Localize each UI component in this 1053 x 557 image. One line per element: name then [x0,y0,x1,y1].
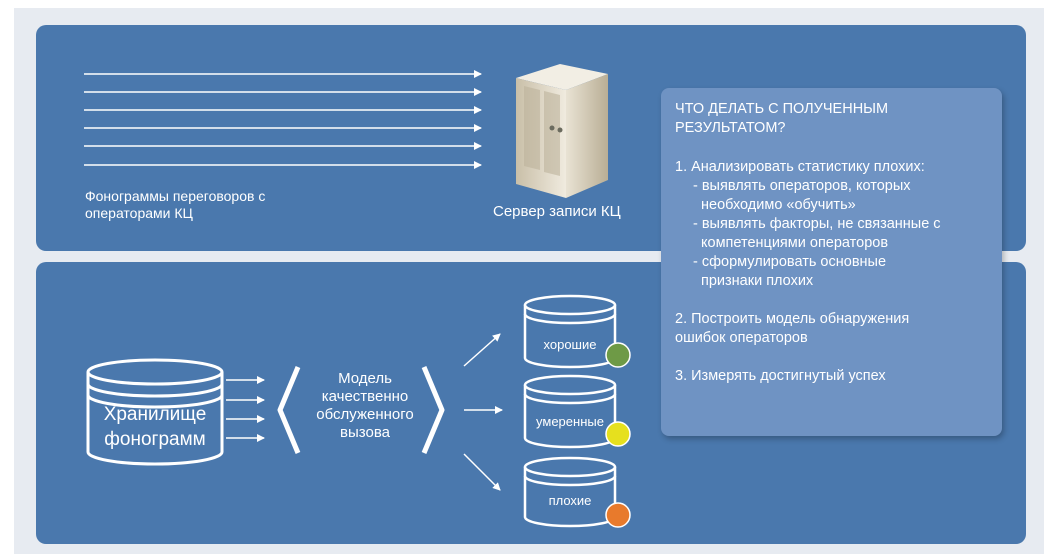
cylinder-bad-icon [523,456,617,528]
info-title: ЧТО ДЕЛАТЬ С ПОЛУЧЕННЫМ РЕЗУЛЬТАТОМ? [675,100,988,138]
cylinder-good-icon [523,294,617,369]
info-item-2-cont: ошибок операторов [675,330,808,346]
caption-line: операторами КЦ [85,205,193,221]
status-dot-good [605,342,631,368]
model-label-line: качественно [321,388,409,405]
phonogram-caption: Фонограммы переговоров с операторами КЦ [85,188,345,222]
storage-label: Хранилище фонограмм [88,402,222,452]
spacer [675,291,988,310]
storage-label-line: Хранилище [103,404,207,425]
model-label-line: обслуженного [316,406,414,423]
info-subitem: признаки плохих [701,273,814,289]
info-box: ЧТО ДЕЛАТЬ С ПОЛУЧЕННЫМ РЕЗУЛЬТАТОМ? 1. … [661,88,1002,436]
storage-arrows [226,376,265,442]
info-item-2: 2. Построить модель обнаружения [675,311,910,327]
model-label: Модель качественно обслуженного вызова [300,370,430,442]
info-subitem: необходимо «обучить» [701,197,856,213]
output-arrow [463,333,501,367]
output-label-bad: плохие [548,493,592,508]
info-subitem: компетенциями операторов [701,235,889,251]
model-label-line: Модель [338,370,392,387]
caption-line: Фонограммы переговоров с [85,188,266,204]
model-bracket-right [421,366,445,454]
server-label: Сервер записи КЦ [493,203,621,220]
info-title-line: РЕЗУЛЬТАТОМ? [675,120,786,136]
phonogram-arrows [84,70,482,169]
storage-label-line: фонограмм [104,429,206,450]
status-dot-bad [605,502,631,528]
server-icon [516,64,608,198]
status-dot-moderate [605,421,631,447]
output-label-good: хорошие [543,337,597,352]
output-label-moderate: умеренные [536,414,604,429]
model-bracket-left [277,366,301,454]
info-title-line: ЧТО ДЕЛАТЬ С ПОЛУЧЕННЫМ [675,101,889,117]
info-subitem: - сформулировать основные [693,254,887,270]
output-arrow [463,453,501,491]
output-arrows [463,333,503,491]
info-item-1: 1. Анализировать статистику плохих: [675,159,925,175]
info-subitem: - выявлять факторы, не связанные с [693,216,941,232]
storage-cylinder-icon [86,358,224,466]
info-subitem: - выявлять операторов, которых [693,178,911,194]
cylinder-moderate-icon [523,374,617,449]
model-label-line: вызова [340,424,390,441]
info-item-3: 3. Измерять достигнутый успех [675,368,886,384]
spacer [675,348,988,367]
